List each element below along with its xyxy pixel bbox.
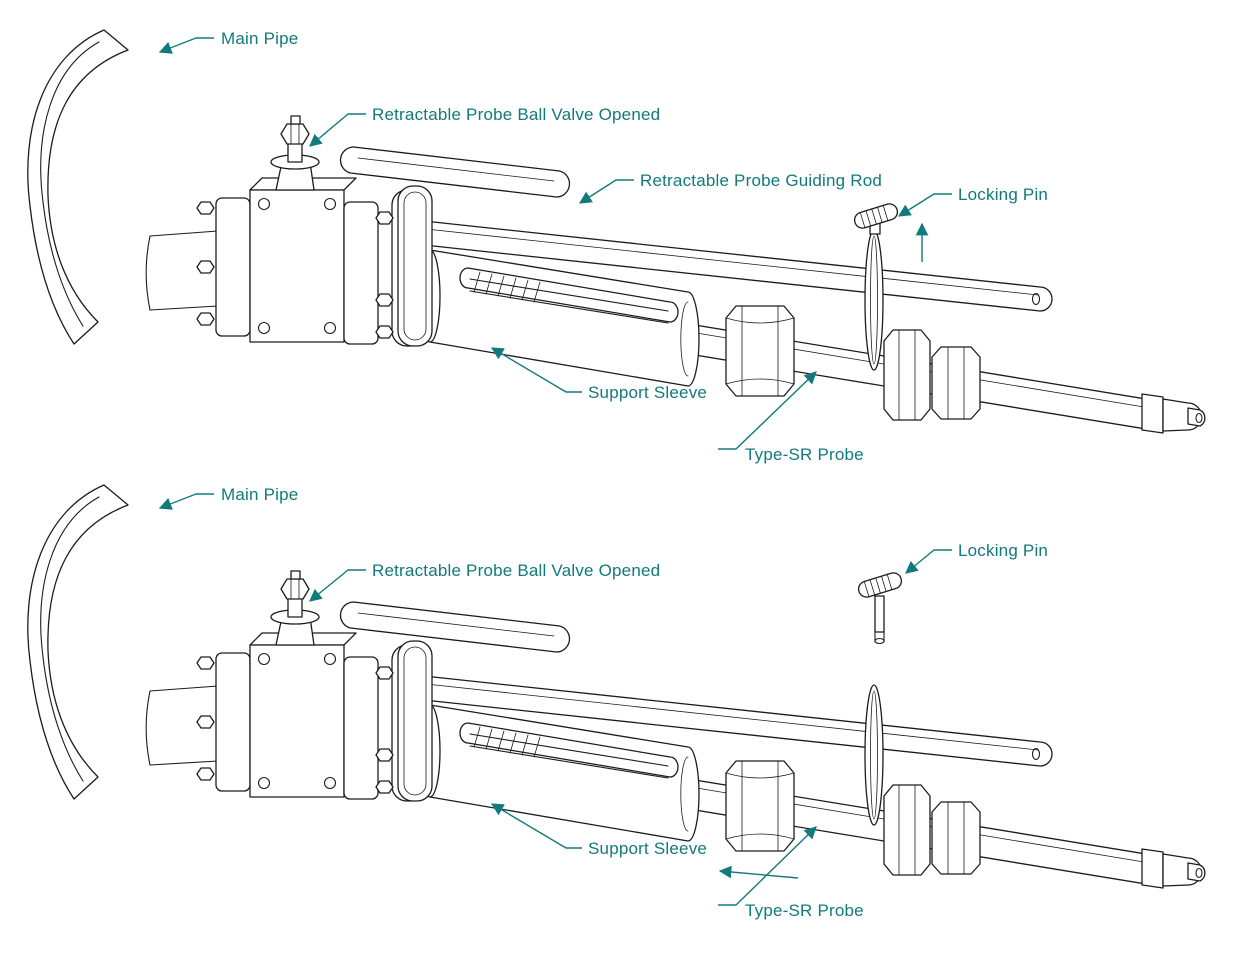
support-sleeve-leader	[490, 803, 582, 849]
probe-leader	[718, 826, 817, 906]
support-sleeve-label: Support Sleeve	[588, 839, 707, 858]
locking-pin-leader	[897, 193, 952, 217]
step-1-annotations: Main Pipe Retractable Probe Ball Valve O…	[158, 29, 1048, 464]
ball-valve-label: Retractable Probe Ball Valve Opened	[372, 561, 660, 580]
guiding-rod-leader	[578, 179, 634, 204]
probe-label: Type-SR Probe	[745, 445, 864, 464]
retract-arrow	[718, 865, 799, 879]
step-2-view: Main Pipe Retractable Probe Ball Valve O…	[27, 484, 1206, 920]
support-sleeve-leader	[490, 347, 582, 393]
main-pipe-leader	[158, 37, 214, 54]
step-2-annotations: Main Pipe Retractable Probe Ball Valve O…	[158, 485, 1048, 920]
locking-pin-label: Locking Pin	[958, 185, 1048, 204]
ball-valve-leader	[309, 569, 366, 602]
ball-valve-leader	[309, 113, 366, 147]
locking-pin-installed-drawing	[853, 203, 899, 235]
main-pipe-label: Main Pipe	[221, 29, 298, 48]
probe-leader	[718, 371, 817, 450]
probe-label: Type-SR Probe	[745, 901, 864, 920]
locking-pin-leader	[905, 549, 952, 574]
step-1-view: Main Pipe Retractable Probe Ball Valve O…	[27, 29, 1206, 464]
locking-pin-label: Locking Pin	[958, 541, 1048, 560]
main-pipe-label: Main Pipe	[221, 485, 298, 504]
ball-valve-label: Retractable Probe Ball Valve Opened	[372, 105, 660, 124]
support-sleeve-label: Support Sleeve	[588, 383, 707, 402]
assembly-top	[27, 29, 1206, 434]
main-pipe-leader	[158, 493, 214, 510]
guiding-rod-label: Retractable Probe Guiding Rod	[640, 171, 882, 190]
locking-pin-removed-drawing	[857, 572, 903, 645]
